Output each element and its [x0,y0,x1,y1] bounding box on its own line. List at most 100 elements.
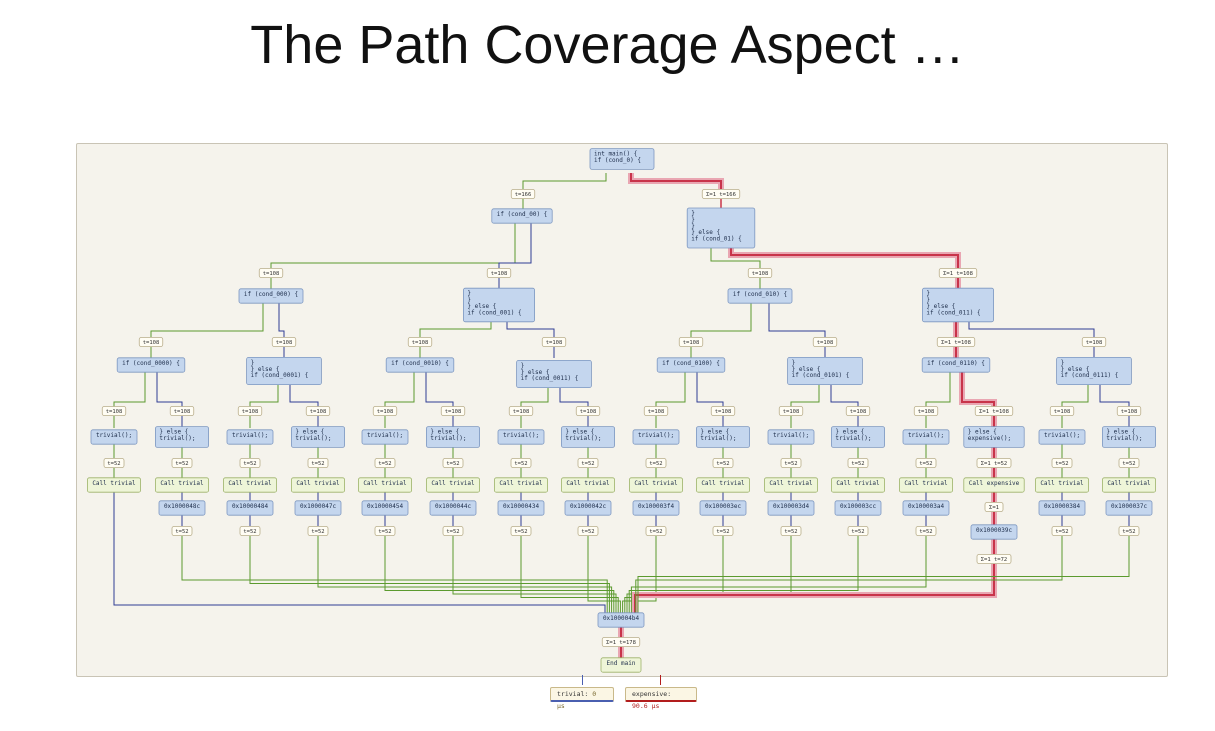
leaf-11-call-box [831,477,886,493]
hot-path-edge [634,564,995,613]
merge-label: Σ=1 t=178 [601,637,641,647]
merge-label-box [601,637,641,647]
leaf-10-top-label-text: t=108 [783,409,800,415]
leaf-5-block-text: } else { [430,429,459,436]
leaf-6-call: Call trivial [493,477,548,493]
edge [968,321,1095,337]
leaf-1-top-label-text: t=108 [174,409,191,415]
leaf-10-bottom-label-text: t=52 [784,529,797,535]
l-01-right-text: Σ=1 t=108 [943,271,973,277]
leaf-7-bottom-label: t=52 [577,526,599,536]
leaf-7-block: } else { trivial(); [560,426,615,448]
leaf-1-addr-box [158,500,206,516]
leaf-12-addr: 0x100003a4 [902,500,950,516]
leaf-6-bottom-label-box [510,526,532,536]
end-main-node-box [600,657,642,673]
leaf-9-bottom-label-box [712,526,734,536]
n-cond0101-text: if (cond_0101) { [792,372,850,379]
edge [1099,384,1130,407]
edge [655,372,686,407]
edge-01-then [710,247,761,268]
edge-00-else [498,223,532,268]
leaf-14-mid-label: t=52 [1051,458,1073,468]
legend-expensive-label: expensive: [632,690,672,698]
n-cond0000-box [116,357,186,373]
edge [925,372,951,407]
leaf-2-addr-box [226,500,274,516]
leaf-13-addr-box [970,524,1018,540]
leaf-6-block: trivial(); [497,429,545,445]
leaf-15-block-text: } else { [1106,429,1135,436]
leaf-5-mid-label-box [442,458,464,468]
leaf-6-top-label: t=108 [508,406,534,416]
slide-title: The Path Coverage Aspect … [250,15,965,75]
leaf-10-block-box [767,429,815,445]
l-main-left: t=166 [510,189,536,199]
leaf-13-top-label-text: Σ=1 t=108 [979,409,1009,415]
n-cond0000: if (cond_0000) { [116,357,186,373]
leaf-5-addr-text: 0x1000044c [435,503,472,510]
n-cond001-box [462,287,535,323]
leaf-7-block-text: trivial(); [565,435,601,442]
leaf-4-mid-label-box [374,458,396,468]
leaf-14-call: Call trivial [1035,477,1090,493]
leaf-5-addr-box [429,500,477,516]
leaf-1-top-label: t=108 [169,406,195,416]
leaf-0-mid-label-box [103,458,125,468]
leaf-11-addr-text: 0x100003cc [840,503,877,510]
leaf-11-bottom-label-box [847,526,869,536]
edge [113,491,606,613]
leaf-4-block: trivial(); [361,429,409,445]
leaf-14-mid-label-text: t=52 [1055,461,1068,467]
leaf-3-block-text: trivial(); [295,435,331,442]
leaf-8-mid-label: t=52 [645,458,667,468]
leaf-2-bottom-label: t=52 [239,526,261,536]
leaf-6-bottom-label: t=52 [510,526,532,536]
leaf-4-call-text: Call trivial [363,480,407,487]
leaf-3-bottom-label-text: t=52 [311,529,324,535]
leaf-3-bottom-label-box [307,526,329,536]
edge [768,303,826,337]
leaf-15-call: Call trivial [1102,477,1157,493]
leaf-10-block-text: trivial(); [773,432,809,439]
end-main-node: End main [600,657,642,673]
leaf-2-block-box [226,429,274,445]
leaf-2-mid-label-box [239,458,261,468]
leaf-13-top-label-box [974,406,1014,416]
edge [419,321,492,337]
leaf-1-block-text: trivial(); [159,435,195,442]
hot-path-edge [730,247,959,268]
l-011-r: t=108 [1081,337,1107,347]
n-cond011-box [922,287,995,323]
n-cond010-text: if (cond_010) { [733,291,787,298]
leaf-4-bottom-label: t=52 [374,526,396,536]
leaf-1-call-box [155,477,210,493]
leaf-1-call: Call trivial [155,477,210,493]
leaf-14-addr: 0x10000384 [1038,500,1086,516]
leaf-9-addr: 0x100003ec [699,500,747,516]
n-cond011-text: if (cond_011) { [926,309,980,316]
leaf-2-top-label-box [237,406,263,416]
leaf-13-call-box [963,477,1025,493]
leaf-1-block-text: } else { [159,429,188,436]
leaf-15-bottom-label-box [1118,526,1140,536]
leaf-5-call-text: Call trivial [431,480,475,487]
n-main-text: if (cond_0) { [594,157,641,164]
n-cond0001-text: if (cond_0001) { [251,372,309,379]
l-011-l-box [936,337,976,347]
leaf-13-block-text: expensive(); [968,435,1011,442]
leaf-15-top-label: t=108 [1116,406,1142,416]
leaf-7-addr-box [564,500,612,516]
n-cond0101: }} else { if (cond_0101) { [787,356,863,385]
l-001-r-text: t=108 [546,340,563,346]
leaf-6-addr: 0x10000434 [497,500,545,516]
leaf-9-top-label: t=108 [710,406,736,416]
leaf-9-block-text: } else { [700,429,729,436]
leaf-13-call: Call expensive [963,477,1025,493]
n-cond0100-box [656,357,726,373]
leaf-1-mid-label-text: t=52 [175,461,188,467]
merge-node: 0x100004b4 [597,612,645,628]
n-cond0011-text: } else { [521,369,550,376]
leaf-3-mid-label: t=52 [307,458,329,468]
